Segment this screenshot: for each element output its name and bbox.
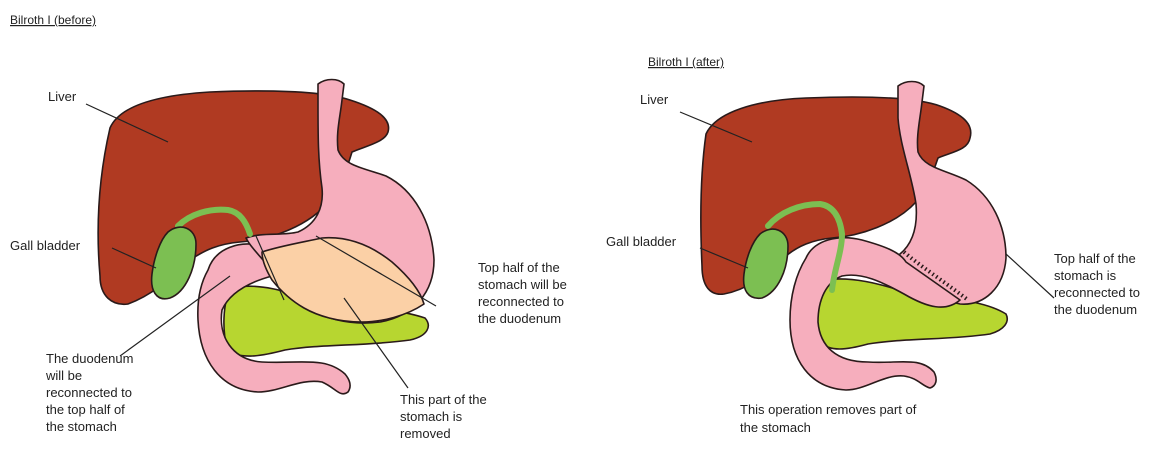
after-panel: Bilroth I (after) Liver Gall bladder Top… bbox=[606, 55, 1144, 435]
before-removed-label: This part of the stomach is removed bbox=[400, 392, 490, 441]
after-liver-label: Liver bbox=[640, 92, 669, 107]
before-title: Bilroth I (before) bbox=[10, 13, 96, 27]
after-caption: This operation removes part of the stoma… bbox=[740, 402, 920, 435]
before-liver-label: Liver bbox=[48, 89, 77, 104]
before-top-half-label: Top half of the stomach will be reconnec… bbox=[478, 260, 571, 326]
before-gall-bladder-label: Gall bladder bbox=[10, 238, 81, 253]
after-title: Bilroth I (after) bbox=[648, 55, 724, 69]
before-duodenum-label: The duodenum will be reconnected to the … bbox=[45, 351, 137, 434]
after-top-half-label: Top half of the stomach is reconnected t… bbox=[1054, 251, 1144, 317]
after-gall-bladder-label: Gall bladder bbox=[606, 234, 677, 249]
before-panel: Bilroth I (before) Liver Gall bladder To… bbox=[10, 13, 571, 441]
